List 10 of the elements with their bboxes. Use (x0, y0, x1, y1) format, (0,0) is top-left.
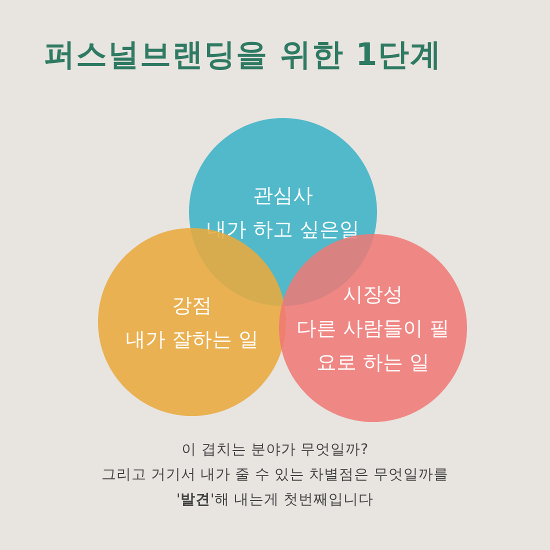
circle-text: 내가 잘하는 일 (126, 326, 258, 353)
caption-text: 그리고 거기서 내가 줄 수 있는 차별점은 무엇일까를 (100, 466, 450, 484)
title: 퍼스널브랜딩을 위한 1단계 (44, 36, 442, 75)
circle-heading: 관심사 (253, 182, 313, 209)
caption-text: 이 겹치는 분야가 무엇일까? (180, 441, 370, 459)
circle-text: 다른 사람들이 필요로 하는 일 (296, 315, 450, 376)
circle-heading: 시장성 (342, 281, 404, 308)
circle-text: 내가 하고 싶은일 (206, 216, 360, 243)
circle-heading: 강점 (172, 292, 212, 319)
caption-text: '발견'해 내는게 첫번째입니다 (175, 491, 375, 509)
